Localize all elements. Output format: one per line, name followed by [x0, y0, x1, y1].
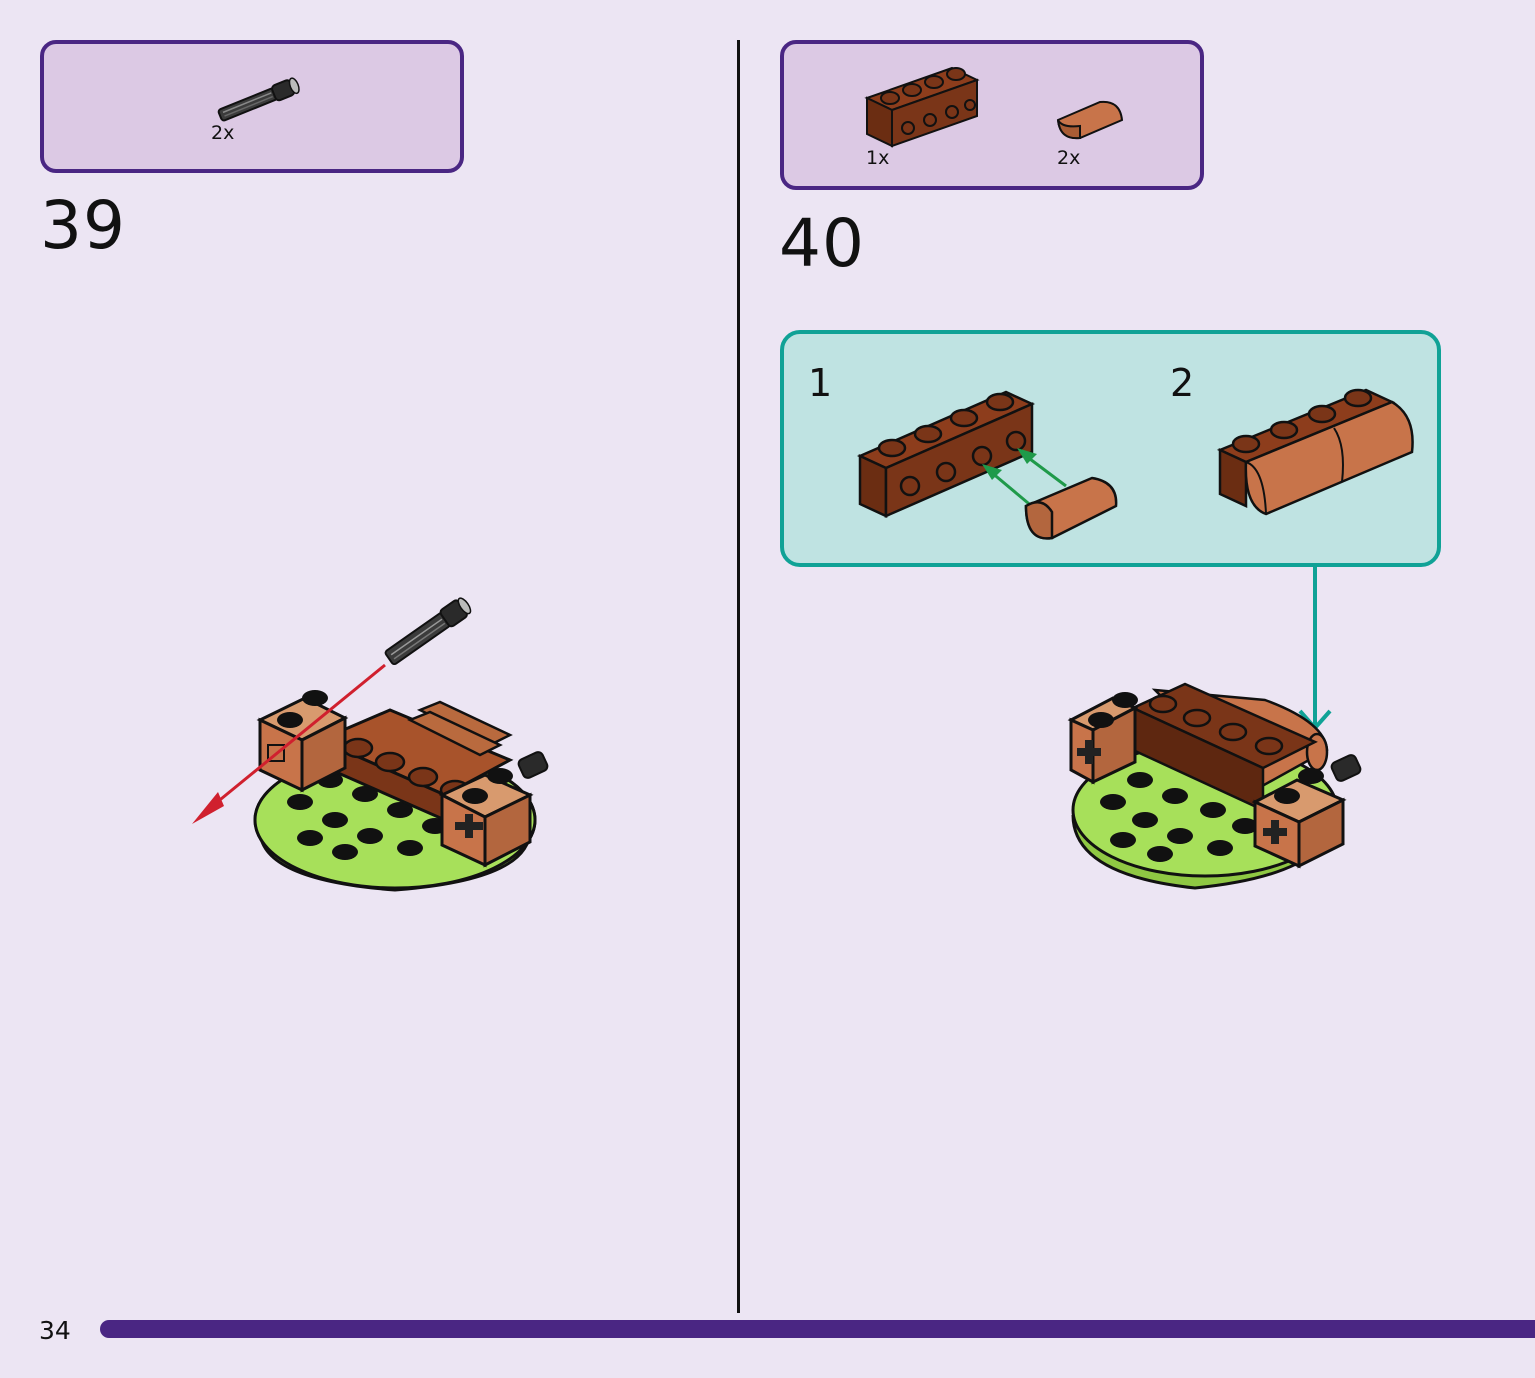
sub-step-number: 2 [1170, 361, 1195, 405]
curved-slope-brick-icon [1056, 100, 1124, 140]
step-divider [737, 40, 740, 1313]
parts-callout-step-40: 1x 2x [780, 40, 1204, 190]
footer-bar [100, 1320, 1535, 1338]
step-number: 40 [779, 205, 865, 282]
page-number: 34 [39, 1316, 71, 1345]
sub-step-callout: 1 2 [780, 330, 1441, 567]
step-39-build-illustration [192, 597, 549, 892]
sub-step-1-illustration [856, 390, 1118, 540]
sub-step-number: 1 [808, 361, 833, 405]
brick-1x4-with-studs-on-side-icon [864, 66, 980, 148]
part-quantity: 2x [211, 122, 235, 144]
sub-step-2-illustration [1216, 388, 1414, 516]
step-40-build-illustration [1067, 682, 1362, 890]
step-number: 39 [40, 187, 126, 264]
part-quantity: 1x [866, 147, 890, 169]
axle-pin-icon [217, 77, 300, 122]
part-quantity: 2x [1057, 147, 1081, 169]
parts-callout-step-39: 2x [40, 40, 464, 173]
